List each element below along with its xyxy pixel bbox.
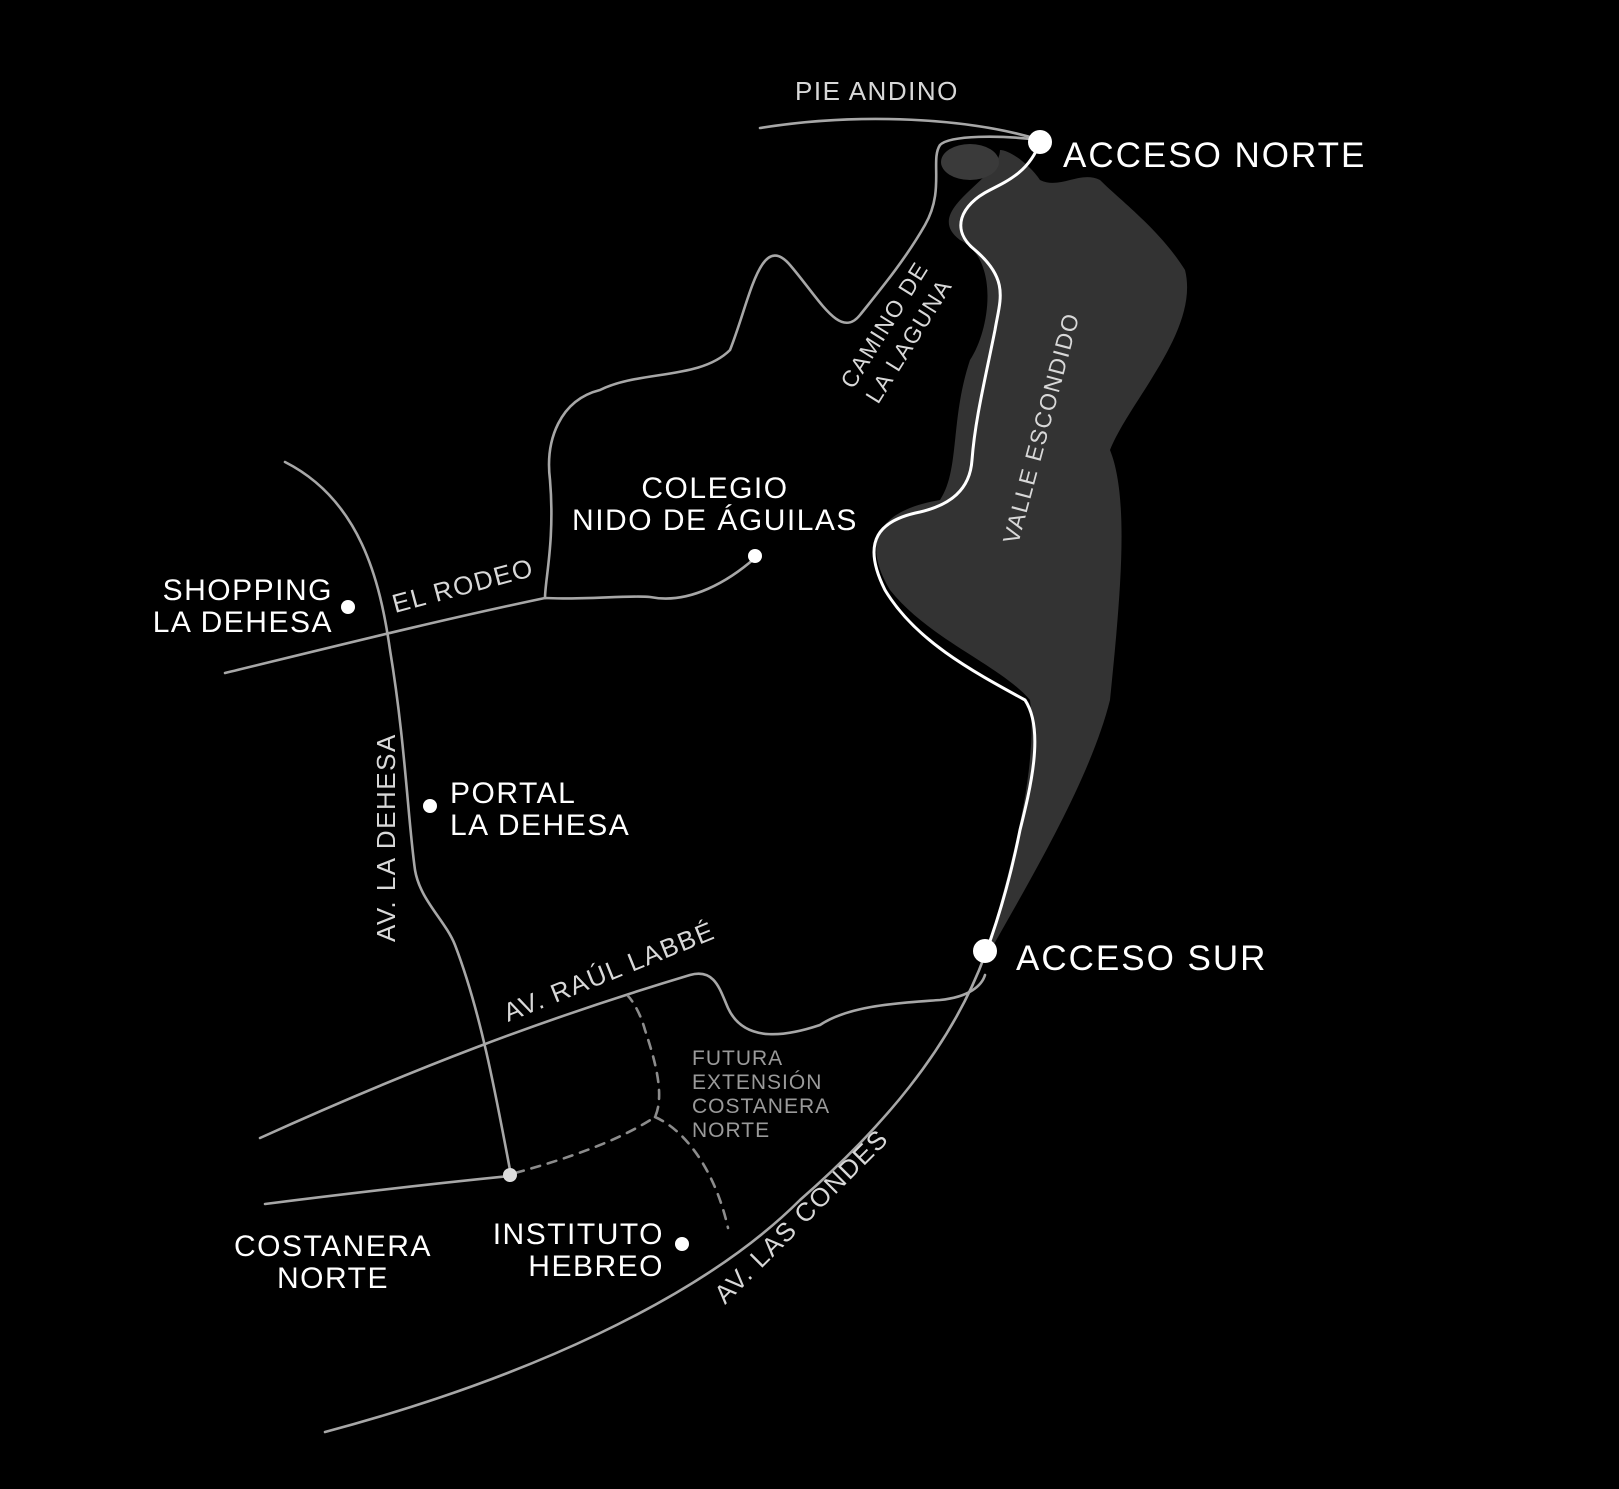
road-pie-andino (758, 117, 1042, 142)
road-label-pie-andino: PIE ANDINO (795, 76, 959, 106)
colegio-dot[interactable] (748, 549, 762, 563)
road-label-av-la-dehesa: AV. LA DEHESA (371, 733, 401, 942)
costanera-label-line1: COSTANERA (234, 1230, 432, 1263)
road-av-la-dehesa (283, 460, 512, 1172)
access-south-dot[interactable] (973, 939, 997, 963)
access-south-label: ACCESO SUR (1016, 939, 1267, 978)
shopping-dot[interactable] (341, 600, 355, 614)
future-label-line3: COSTANERA (692, 1095, 830, 1118)
instituto-dot[interactable] (675, 1237, 689, 1251)
road-av-las-condes (323, 953, 987, 1434)
future-label-line1: FUTURA (692, 1047, 783, 1070)
costanera-junction-dot[interactable] (503, 1168, 517, 1182)
road-futura-extension (513, 994, 661, 1175)
portal-label-line1: PORTAL (450, 777, 576, 810)
road-futura-extension-branch (653, 1115, 730, 1230)
portal-dot[interactable] (423, 799, 437, 813)
future-label-line2: EXTENSIÓN (692, 1071, 822, 1094)
shopping-label-line2: LA DEHESA (153, 606, 333, 639)
access-north-label: ACCESO NORTE (1063, 136, 1366, 175)
instituto-label-line2: HEBREO (528, 1250, 664, 1283)
instituto-label-line1: INSTITUTO (493, 1218, 664, 1251)
road-el-rodeo (223, 556, 757, 675)
road-valle-escondido (872, 140, 1042, 957)
future-label-line4: NORTE (692, 1119, 770, 1142)
road-camino-laguna (543, 135, 1042, 600)
laguna-shape (941, 144, 999, 180)
access-north-dot[interactable] (1028, 130, 1052, 154)
shopping-label-line1: SHOPPING (163, 574, 333, 607)
colegio-label-line1: COLEGIO (641, 472, 788, 505)
colegio-label-line2: NIDO DE ÁGUILAS (572, 504, 858, 537)
portal-label-line2: LA DEHESA (450, 809, 630, 842)
road-av-raul-labbe (258, 972, 987, 1140)
road-costanera-norte (263, 1174, 512, 1206)
costanera-label-line2: NORTE (277, 1262, 389, 1295)
valle-escondido-zone (876, 150, 1188, 960)
